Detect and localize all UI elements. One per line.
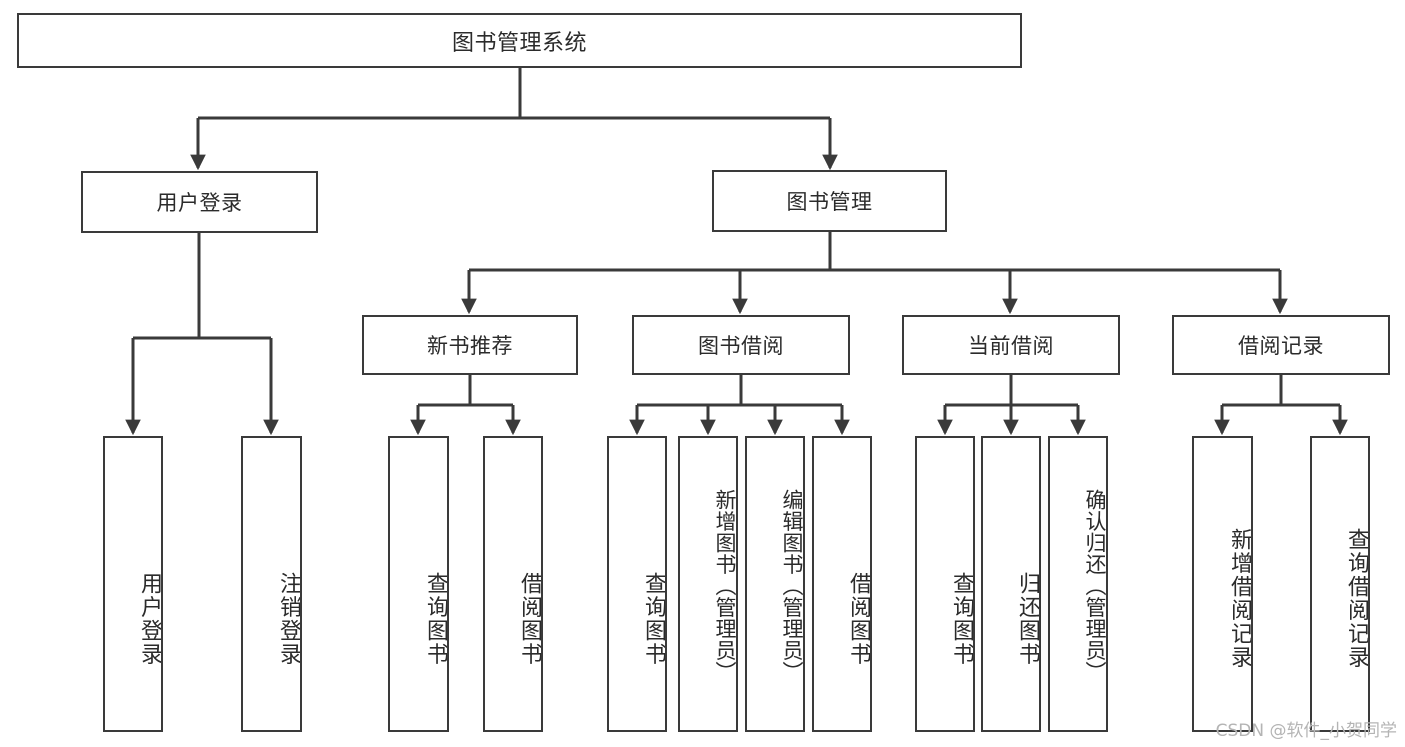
node-leaf-logout-login[interactable]: 注销登录 xyxy=(241,436,302,732)
node-leaf-query-book-1[interactable]: 查询图书 xyxy=(388,436,449,732)
node-leaf-add-record[interactable]: 新增借阅记录 xyxy=(1192,436,1253,732)
node-leaf-user-login[interactable]: 用户登录 xyxy=(103,436,163,732)
node-borrow-record[interactable]: 借阅记录 xyxy=(1172,315,1390,375)
node-leaf-confirm-return[interactable]: 确认归还（管理员） xyxy=(1048,436,1108,732)
watermark-text: CSDN @软件_小贺同学 xyxy=(1215,721,1397,741)
node-leaf-borrow-book-1[interactable]: 借阅图书 xyxy=(483,436,543,732)
node-leaf-add-book[interactable]: 新增图书（管理员） xyxy=(678,436,738,732)
node-leaf-query-book-3[interactable]: 查询图书 xyxy=(915,436,975,732)
node-leaf-query-record[interactable]: 查询借阅记录 xyxy=(1310,436,1370,732)
node-new-book-recommend[interactable]: 新书推荐 xyxy=(362,315,578,375)
node-current-borrow[interactable]: 当前借阅 xyxy=(902,315,1120,375)
node-leaf-borrow-book-2[interactable]: 借阅图书 xyxy=(812,436,872,732)
node-leaf-query-book-2[interactable]: 查询图书 xyxy=(607,436,667,732)
node-user-login[interactable]: 用户登录 xyxy=(81,171,318,233)
node-book-manage[interactable]: 图书管理 xyxy=(712,170,947,232)
node-leaf-return-book[interactable]: 归还图书 xyxy=(981,436,1041,732)
node-book-borrow[interactable]: 图书借阅 xyxy=(632,315,850,375)
node-root-system[interactable]: 图书管理系统 xyxy=(17,13,1022,68)
node-leaf-edit-book[interactable]: 编辑图书（管理员） xyxy=(745,436,805,732)
